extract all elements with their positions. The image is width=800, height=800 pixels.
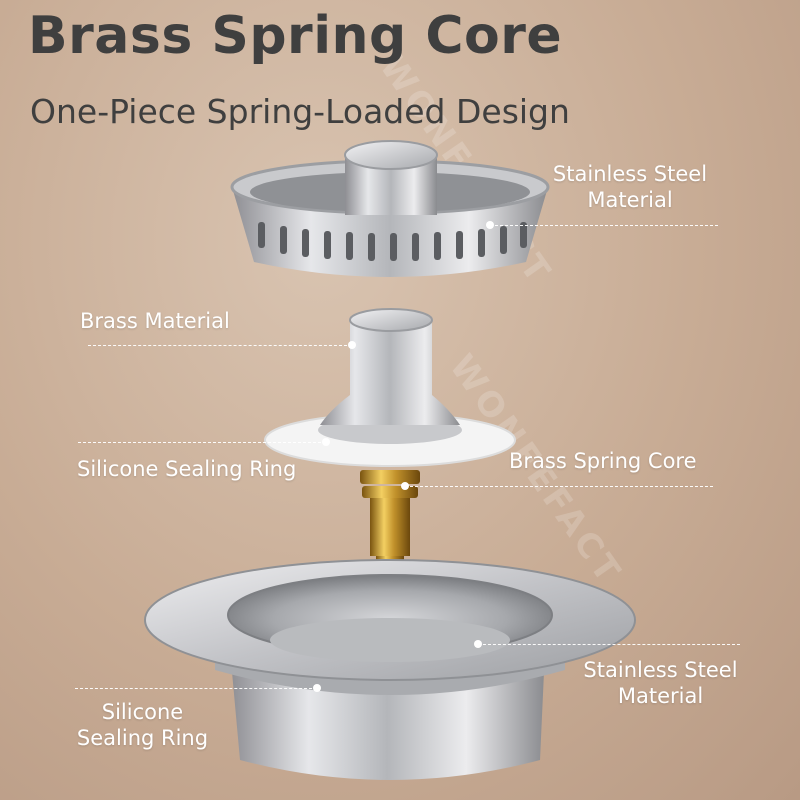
leader-dot [486,221,494,229]
label-bottom-stainless-steel: Stainless Steel Material [583,658,738,708]
leader-line [78,442,326,443]
page-title: Brass Spring Core [28,6,563,66]
leader-line [478,644,740,645]
label-silicone-sealing-ring-bottom: Silicone Sealing Ring [76,700,209,750]
label-brass-spring-core: Brass Spring Core [509,449,697,473]
leader-line [75,688,317,689]
drain-body [144,559,636,780]
page-subtitle: One-Piece Spring-Loaded Design [30,92,570,131]
leader-line [405,486,713,487]
label-silicone-sealing-ring: Silicone Sealing Ring [77,457,297,481]
leader-dot [474,640,482,648]
leader-line [490,225,718,226]
label-brass-material: Brass Material [80,309,230,333]
leader-dot [322,438,330,446]
leader-line [88,345,352,346]
leader-dot [313,684,321,692]
leader-dot [401,482,409,490]
strainer-basket [230,140,550,277]
leader-dot [348,341,356,349]
label-top-stainless-steel: Stainless Steel Material [552,162,708,212]
